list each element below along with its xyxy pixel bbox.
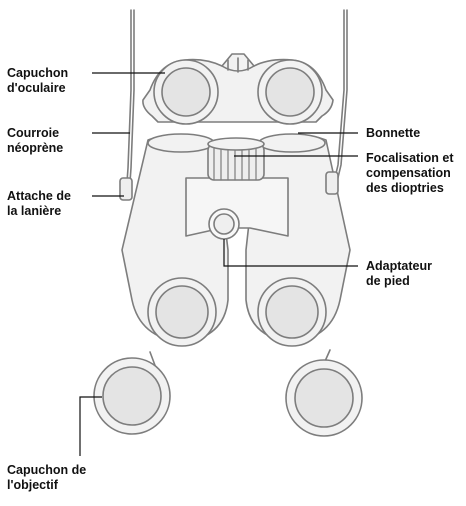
label-strap-attachment: Attache de la lanière — [7, 189, 71, 219]
label-tripod-adapter: Adaptateur de pied — [366, 259, 432, 289]
binocular-body-drawing — [120, 134, 350, 346]
label-objective-cap: Capuchon de l'objectif — [7, 463, 86, 493]
objective-cap-drawing — [94, 350, 362, 436]
label-eyecup-cap: Capuchon d'oculaire — [7, 66, 68, 96]
label-focus-diopter: Focalisation et compensation des dioptri… — [366, 151, 454, 196]
label-neoprene-strap: Courroie néoprène — [7, 126, 63, 156]
eyecup-cap-drawing — [143, 54, 333, 124]
label-eyecup: Bonnette — [366, 126, 420, 141]
